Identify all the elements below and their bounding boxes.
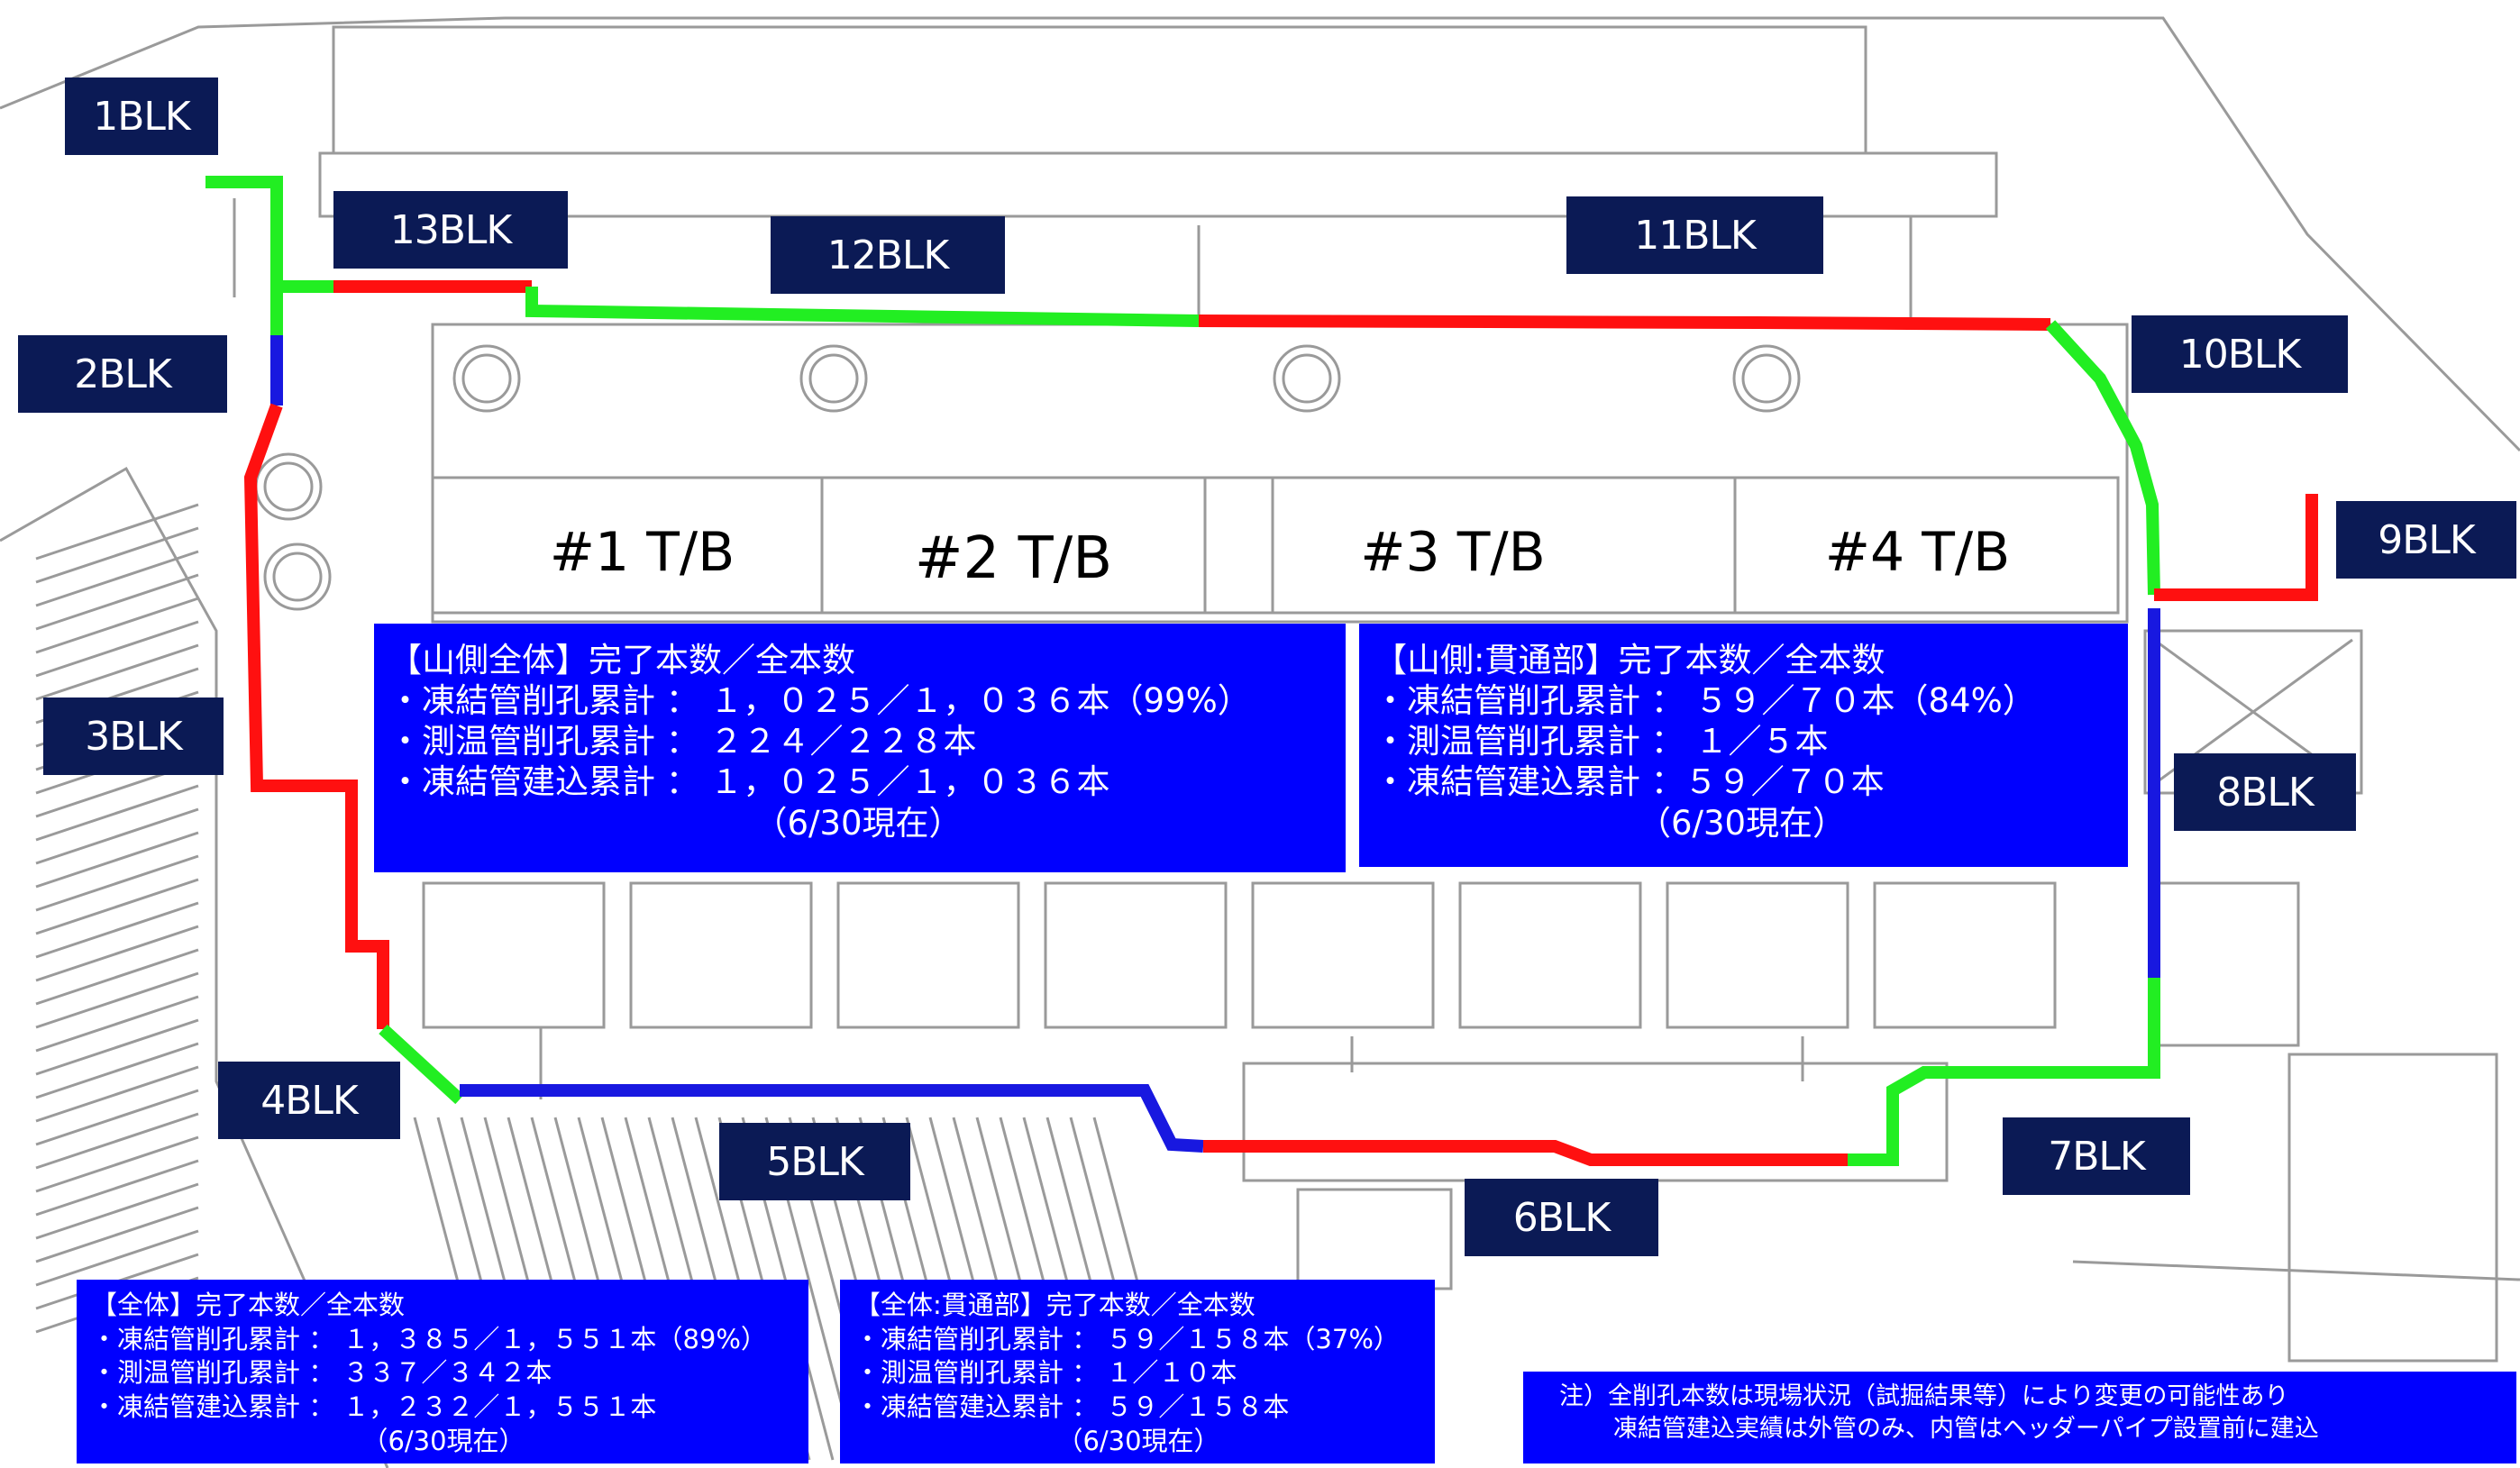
block-label-3: 3BLK: [43, 698, 224, 775]
panel-all-penetration-line-thermometer: ・測温管削孔累計 ： １／１０本: [854, 1357, 1237, 1389]
block-label-1: 1BLK: [65, 78, 218, 155]
turbine-building-4-label: #4 T/B: [1824, 521, 2011, 584]
block-label-12: 12BLK: [771, 216, 1005, 294]
route-segment-blue: [460, 1084, 1204, 1153]
block-label-4: 4BLK: [218, 1062, 400, 1139]
panel-all-header: 【全体】完了本数／全本数: [91, 1290, 406, 1320]
route-segment-red: [2154, 494, 2318, 601]
panel-all-penetration-header: 【全体:貫通部】完了本数／全本数: [854, 1290, 1255, 1320]
block-label-2: 2BLK: [18, 335, 227, 413]
panel-mountain-side-penetration-line-drilling: ・凍結管削孔累計 ： ５９／７０本（84%）: [1374, 681, 2036, 721]
block-label-10: 10BLK: [2132, 315, 2348, 393]
panel-mountain-side-penetration: 【山側:貫通部】完了本数／全本数 ・凍結管削孔累計 ： ５９／７０本（84%） …: [1359, 624, 2128, 867]
route-segment-green: [1848, 978, 2160, 1166]
frozen-wall-route: [205, 176, 2318, 1166]
route-segment-green: [205, 176, 283, 287]
panel-all-line-drilling: ・凍結管削孔累計 ： １，３８５／１，５５１本（89%）: [91, 1323, 767, 1354]
block-label-9: 9BLK: [2336, 501, 2516, 579]
panel-all-penetration-date: （6/30現在）: [1056, 1425, 1220, 1456]
turbine-building-1-label: #1 T/B: [549, 521, 735, 584]
panel-mountain-side-all-header: 【山側全体】完了本数／全本数: [388, 641, 855, 679]
route-segment-green: [379, 1024, 464, 1105]
turbine-building-3-label: #3 T/B: [1360, 521, 1546, 584]
panel-mountain-side-all-line-drilling: ・凍結管削孔累計 ： １，０２５／１，０３６本（99%）: [388, 681, 1251, 721]
route-segment-red: [1203, 1140, 1848, 1166]
block-label-5: 5BLK: [719, 1123, 910, 1200]
route-segment-green: [2045, 320, 2160, 596]
panel-all-penetration-line-drilling: ・凍結管削孔累計 ： ５９／１５８本（37%）: [854, 1323, 1400, 1354]
panel-mountain-side-all-line-installation: ・凍結管建込累計 ： １，０２５／１，０３６本: [388, 762, 1110, 802]
panel-mountain-side-penetration-line-thermometer: ・測温管削孔累計 ： １／５本: [1374, 722, 1829, 761]
panel-mountain-side-all: 【山側全体】完了本数／全本数 ・凍結管削孔累計 ： １，０２５／１，０３６本（9…: [374, 624, 1346, 872]
block-label-11: 11BLK: [1566, 196, 1823, 274]
route-segment-red: [243, 403, 389, 1029]
block-label-13: 13BLK: [333, 191, 568, 269]
panel-mountain-side-penetration-date: （6/30現在）: [1637, 803, 1847, 843]
panel-all-penetration: 【全体:貫通部】完了本数／全本数 ・凍結管削孔累計 ： ５９／１５８本（37%）…: [840, 1280, 1435, 1463]
route-segment-red: [1198, 315, 2051, 331]
block-label-7: 7BLK: [2003, 1117, 2190, 1195]
block-label-6: 6BLK: [1465, 1179, 1658, 1256]
turbine-building-2-label: #2 T/B: [914, 525, 1113, 592]
panel-mountain-side-all-line-thermometer: ・測温管削孔累計 ： ２２４／２２８本: [388, 722, 977, 761]
block-label-8: 8BLK: [2174, 753, 2356, 831]
panel-all: 【全体】完了本数／全本数 ・凍結管削孔累計 ： １，３８５／１，５５１本（89%…: [77, 1280, 808, 1463]
panel-all-line-thermometer: ・測温管削孔累計 ： ３３７／３４２本: [91, 1357, 552, 1389]
route-segment-green: [525, 287, 1200, 327]
panel-all-line-installation: ・凍結管建込累計 ： １，２３２／１，５５１本: [91, 1391, 657, 1423]
note-box: 注）全削孔本数は現場状況（試掘結果等）により変更の可能性あり 凍結管建込実績は外…: [1523, 1372, 2516, 1463]
panel-all-date: （6/30現在）: [361, 1425, 525, 1456]
note-line-1: 注）全削孔本数は現場状況（試掘結果等）により変更の可能性あり: [1559, 1382, 2289, 1410]
panel-mountain-side-penetration-header: 【山側:貫通部】完了本数／全本数: [1374, 641, 1885, 679]
panel-mountain-side-penetration-line-installation: ・凍結管建込累計 ：５９／７０本: [1374, 762, 1885, 802]
note-line-2: 凍結管建込実績は外管のみ、内管はヘッダーパイプ設置前に建込: [1613, 1414, 2319, 1443]
panel-mountain-side-all-date: （6/30現在）: [753, 803, 963, 843]
panel-all-penetration-line-installation: ・凍結管建込累計 ： ５９／１５８本: [854, 1391, 1290, 1423]
